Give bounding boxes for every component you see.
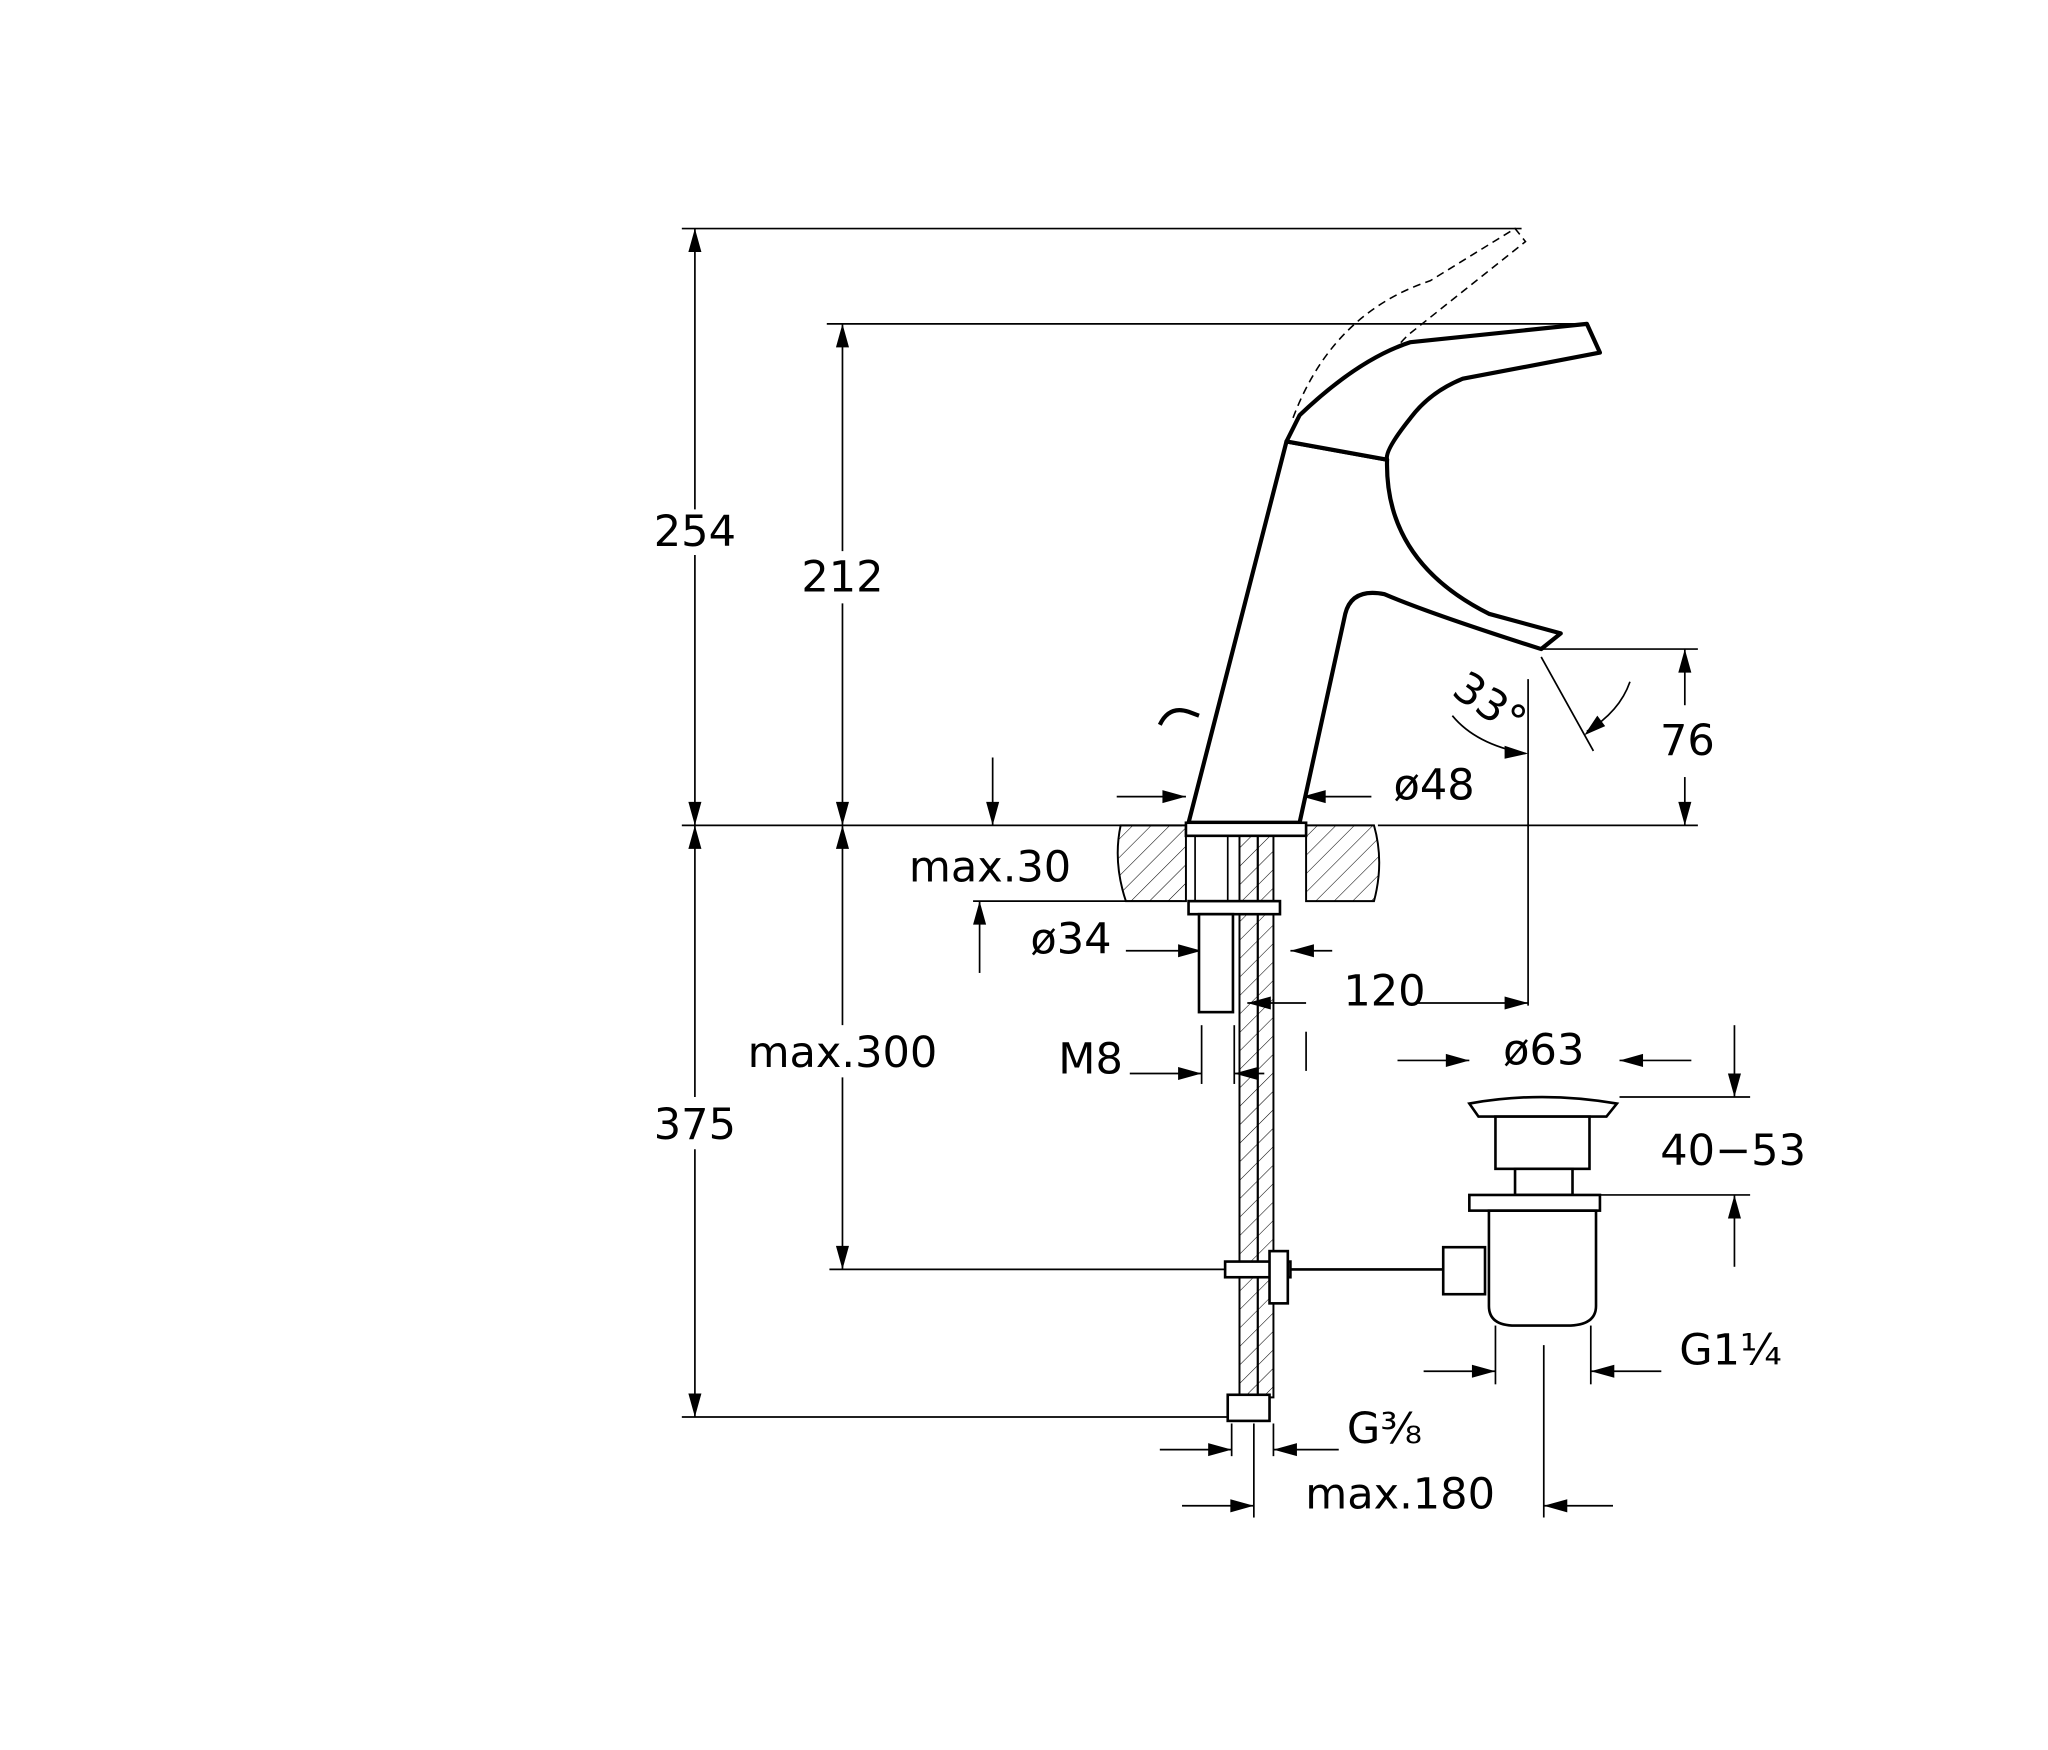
label-254: 254 (654, 507, 736, 557)
dimension-lines (688, 228, 1741, 1513)
countertop (1116, 824, 1381, 903)
label-max180: max.180 (1305, 1469, 1495, 1519)
label-212: 212 (801, 553, 883, 603)
label-d34: ø34 (1030, 914, 1111, 964)
label-120: 120 (1343, 967, 1425, 1017)
label-max300: max.300 (748, 1028, 938, 1078)
label-m8: M8 (1058, 1035, 1123, 1085)
label-d48: ø48 (1393, 760, 1474, 810)
label-33-deg: 33° (1444, 662, 1535, 747)
waste-assembly (1441, 1095, 1620, 1327)
label-375: 375 (654, 1100, 736, 1150)
label-40-53: 40−53 (1660, 1126, 1806, 1176)
label-76: 76 (1660, 716, 1715, 766)
faucet (1157, 227, 1603, 838)
dimension-labels: 254 212 max.30 ø34 max.300 375 M8 120 ø6… (654, 507, 1806, 1520)
extension-lines (681, 227, 1751, 1518)
label-d63: ø63 (1503, 1025, 1584, 1075)
label-g3-8: G⅜ (1347, 1404, 1422, 1454)
label-max30: max.30 (909, 843, 1071, 893)
supply-hoses (1187, 834, 1444, 1423)
label-g1-1-4: G1¼ (1679, 1326, 1782, 1376)
